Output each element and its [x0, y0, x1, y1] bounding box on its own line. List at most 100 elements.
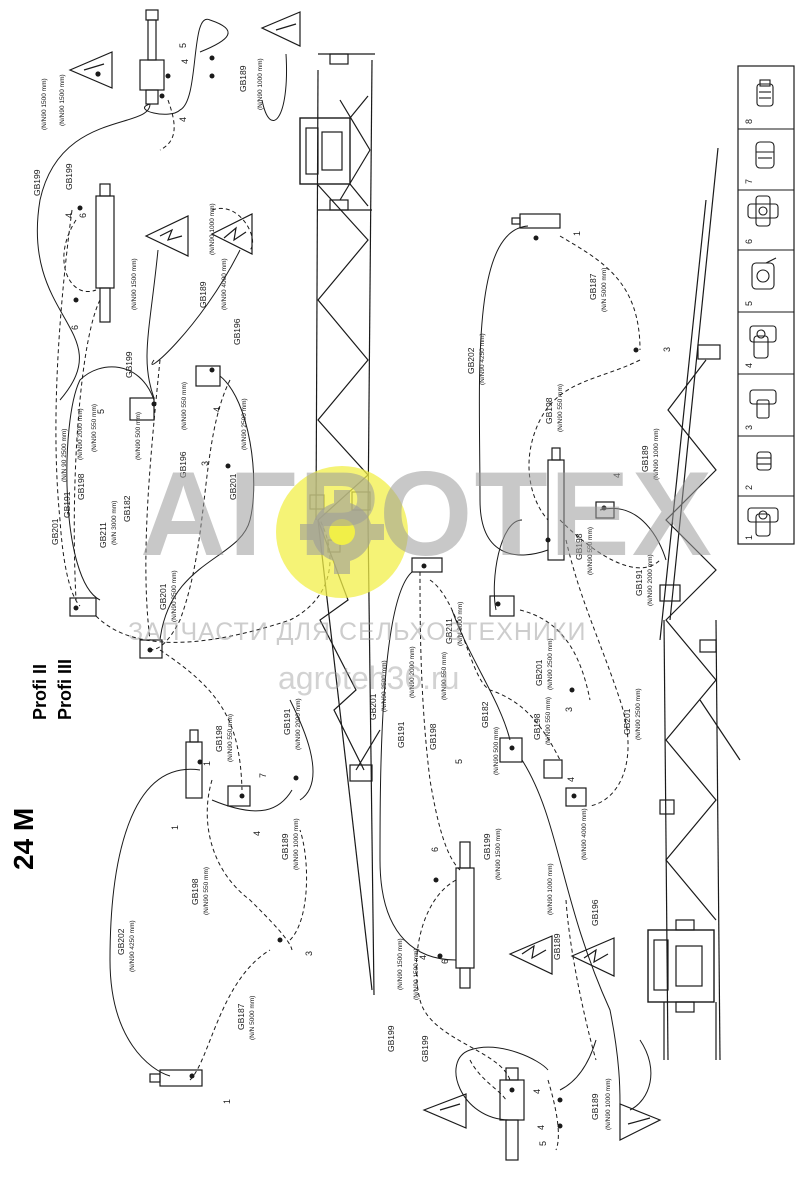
- spec-gb198-e: (N/N90 550 mm): [587, 527, 594, 575]
- spec-gb199-a: (N/N90 1500 mm): [41, 78, 48, 130]
- spec-gb199-f: (N/N90 1500 mm): [413, 948, 420, 1000]
- label-gb191-b: GB191: [62, 491, 72, 518]
- valve-blocks: [69, 365, 615, 807]
- label-gb189-a: GB189: [280, 833, 290, 860]
- fitting-7-icon: [755, 141, 775, 169]
- spec-gb191-a: (N/N90 2000 mm): [295, 698, 302, 750]
- warning-triangle-3-icon: [144, 215, 189, 257]
- callout-3: 3: [304, 951, 314, 956]
- label-gb201-d: GB201: [534, 659, 544, 686]
- spec-gb211-b: (N/N 3000 mm): [457, 602, 464, 646]
- fittings-legend: [737, 65, 795, 545]
- spec-gb191-c: (N/N90 2000 mm): [647, 554, 654, 606]
- spec-gb211-a: (N/N 3000 mm): [111, 501, 118, 545]
- cylinder-left-bottom: [149, 1069, 203, 1087]
- label-gb199-c: GB199: [124, 351, 134, 378]
- callout-4: 4: [252, 831, 262, 836]
- label-gb199-e: GB199: [386, 1025, 396, 1052]
- callout-6: 6: [440, 959, 450, 964]
- callout-6: 6: [70, 325, 80, 330]
- label-gb198-b: GB198: [214, 725, 224, 752]
- label-gb187-b: GB187: [588, 273, 598, 300]
- callout-5: 5: [538, 1141, 548, 1146]
- warning-triangle-2-icon: [260, 11, 301, 47]
- label-gb189-d: GB189: [640, 445, 650, 472]
- legend-item-5: 5: [744, 301, 754, 306]
- label-gb187-a: GB187: [236, 1003, 246, 1030]
- label-gb198-c: GB198: [76, 473, 86, 500]
- cylinder-center: [185, 729, 203, 799]
- hoses: [36, 18, 667, 1151]
- cylinder-bottom-right: [499, 1067, 525, 1161]
- fitting-2-icon: [756, 451, 772, 471]
- legend-item-6: 6: [744, 239, 754, 244]
- callout-1: 1: [572, 231, 582, 236]
- model-title: 24 M: [8, 807, 39, 870]
- callout-4: 4: [64, 213, 74, 218]
- label-gb196-c: GB196: [590, 899, 600, 926]
- callout-3: 3: [564, 707, 574, 712]
- label-gb191-a: GB191: [282, 708, 292, 735]
- spec-gb196-c: (N/N90 4000 mm): [581, 808, 588, 860]
- callout-4: 4: [566, 777, 576, 782]
- spec-gb201-e: (N/N90 2500 mm): [635, 688, 642, 740]
- label-gb202-a: GB202: [116, 928, 126, 955]
- label-gb189-f: GB189: [590, 1093, 600, 1120]
- label-gb199-a: GB199: [32, 169, 42, 196]
- spec-gb191-b: (N/N90 2000 mm): [77, 408, 84, 460]
- label-gb189-e: GB189: [552, 933, 562, 960]
- warning-triangle-7-icon: [422, 1093, 467, 1129]
- spec-gb189-c: (N/N90 1000 mm): [209, 203, 216, 255]
- legend-item-8: 8: [744, 119, 754, 124]
- spec-gb201-d: (N/N90 2500 mm): [547, 638, 554, 690]
- label-gb198-d: GB198: [544, 397, 554, 424]
- spec-gb182-a: (N/N90 500 mm): [135, 412, 142, 460]
- spec-gb189-e: (N/N90 1000 mm): [547, 863, 554, 915]
- label-gb199-f: GB199: [420, 1035, 430, 1062]
- callout-1: 1: [202, 761, 212, 766]
- label-gb199-b: GB199: [64, 163, 74, 190]
- spec-gb189-a: (N/N90 1000 mm): [293, 818, 300, 870]
- label-gb191-c: GB191: [634, 569, 644, 596]
- spec-gb198-f: (N/N90 550 mm): [545, 697, 552, 745]
- spec-gb196-a: (N/N90 4000 mm): [221, 258, 228, 310]
- callout-5: 5: [96, 409, 106, 414]
- label-gb198-a: GB198: [190, 878, 200, 905]
- spec-gb201-f: (N/N90 2500 mm): [381, 660, 388, 712]
- warning-triangle-4-icon: [210, 213, 253, 255]
- callout-1: 1: [170, 825, 180, 830]
- fitting-4-icon: [749, 325, 777, 359]
- label-gb182-b: GB182: [480, 701, 490, 728]
- callout-4: 4: [612, 473, 622, 478]
- spec-gb202-b: (N/N90 4250 mm): [479, 333, 486, 385]
- label-gb196-b: GB196: [178, 451, 188, 478]
- watermark-brand: АГРОТЕХ: [140, 447, 714, 581]
- cylinder-right-top: [511, 213, 561, 229]
- warning-triangle-1-icon: [68, 51, 113, 89]
- cylinder-right-mid: [547, 447, 565, 561]
- label-gb201-b: GB201: [228, 473, 238, 500]
- label-gb201-c: GB201: [158, 583, 168, 610]
- callout-5: 5: [178, 43, 188, 48]
- watermark-subtitle: ЗАПЧАСТИ ДЛЯ СЕЛЬХОЗТЕХНИКИ: [128, 618, 587, 646]
- label-gb189-b: GB189: [238, 65, 248, 92]
- cylinder-mid-left: [95, 183, 115, 323]
- spec-gb201-b: (N/N90 2500 mm): [241, 398, 248, 450]
- label-gb191-d: GB191: [396, 721, 406, 748]
- spec-gb199-d: (N/N90 1500 mm): [495, 828, 502, 880]
- label-gb189-c: GB189: [198, 281, 208, 308]
- label-gb196-a: GB196: [232, 318, 242, 345]
- spec-gb201-a: (N/N 90 2500 mm): [61, 429, 68, 482]
- label-gb198-g: GB198: [428, 723, 438, 750]
- legend-item-7: 7: [744, 179, 754, 184]
- spec-gb198-d: (N/N90 550 mm): [557, 384, 564, 432]
- spec-gb201-c: (N/N90 2500 mm): [171, 570, 178, 622]
- spec-gb199-b: (N/N90 1500 mm): [59, 74, 66, 126]
- callout-4: 4: [180, 59, 190, 64]
- cylinder-top-left: [139, 9, 165, 105]
- label-gb201-e: GB201: [622, 708, 632, 735]
- label-gb211-a: GB211: [98, 522, 108, 548]
- variant-title-1: Profi II: [30, 663, 50, 720]
